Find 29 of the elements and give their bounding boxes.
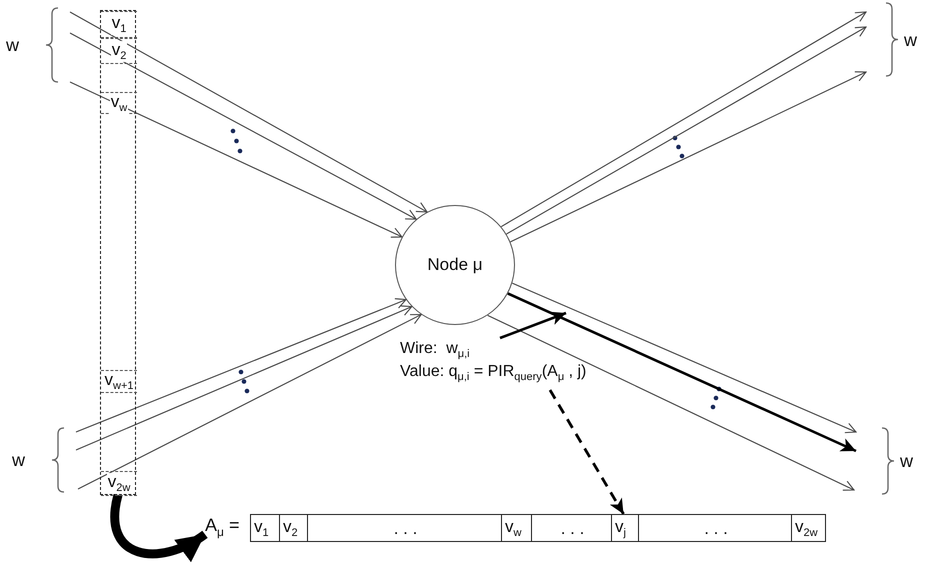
brace-label: w	[6, 36, 19, 54]
dashed-cell	[101, 38, 137, 64]
array-label: A$_{μ}$ =	[205, 515, 240, 536]
annotation-text: Value: q$_{μ,i}$ = PIR$_{query}$(A$_{μ}$ , j)	[400, 362, 586, 382]
arrow	[76, 305, 412, 450]
curved-arrow	[110, 494, 208, 562]
node-circle	[395, 205, 515, 325]
dashed-column	[100, 10, 136, 495]
arrow	[512, 282, 857, 434]
arrow	[70, 32, 417, 220]
dashed-cell	[101, 92, 137, 114]
cell-label: v$_{2}$	[110, 40, 128, 62]
brace-label: w	[904, 31, 917, 49]
arrow	[548, 389, 625, 515]
brace-label: w	[12, 451, 25, 469]
arrow	[500, 312, 566, 340]
annotation-text: Wire: w$_{μ,i}$	[400, 339, 470, 359]
node-label: Node μ	[427, 255, 483, 275]
dashed-cell	[101, 11, 137, 38]
arrow	[78, 314, 422, 490]
cell-label: v$_{2w}$	[106, 473, 132, 494]
brace-label: w	[900, 452, 913, 470]
arrow	[76, 298, 407, 433]
arrow	[70, 12, 428, 212]
dashed-cell	[101, 471, 137, 496]
arrow	[507, 292, 857, 452]
arrow	[510, 71, 867, 242]
arrow	[70, 82, 403, 238]
arrow	[487, 314, 855, 491]
